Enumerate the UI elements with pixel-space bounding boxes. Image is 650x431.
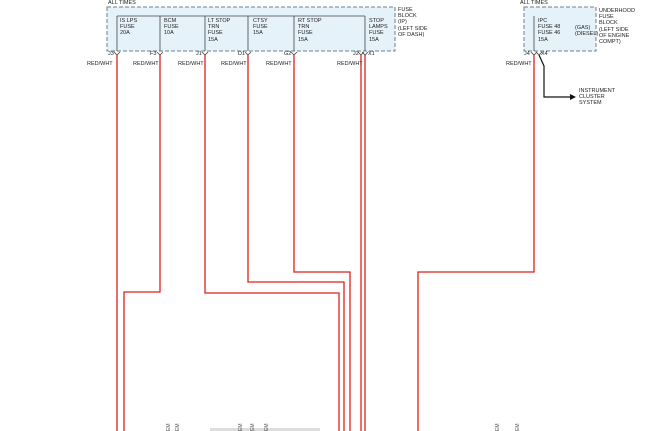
bottom-fragment: EM: [495, 423, 501, 431]
pin-x1: X1: [368, 51, 375, 57]
pin-d1: D1: [238, 51, 246, 57]
wire-lt-stop: [204, 55, 340, 431]
bottom-edge-mark: [210, 428, 320, 431]
arrow-head: [570, 94, 576, 100]
fuse-is-lps: IS LPS FUSE 20A: [120, 18, 138, 37]
bottom-fragment: EM: [238, 423, 244, 431]
fuse-ipc: IPC FUSE 48 FUSE 46 15A: [538, 18, 561, 43]
pin-j3: J3: [108, 51, 114, 57]
instrument-cluster-arrow: [538, 54, 570, 98]
wires: [116, 55, 535, 431]
fuse-bcm: BCM FUSE 10A: [164, 18, 179, 37]
left-block-title: FUSE BLOCK (IP) (LEFT SIDE OF DASH): [398, 7, 428, 38]
pin-j4: J4: [524, 51, 530, 57]
wire-label-stop-lamps: RED/WHT: [337, 61, 363, 67]
wire-rt-stop: [293, 55, 351, 431]
left-fuse-block-box: [106, 6, 396, 52]
bottom-fragment: EM: [250, 423, 256, 431]
bottom-fragment: EM: [515, 423, 521, 431]
wire-bcm: [123, 55, 161, 431]
wire-label-bcm: RED/WHT: [133, 61, 159, 67]
wire-ipc: [417, 55, 535, 431]
wire-label-is-lps: RED/WHT: [87, 61, 113, 67]
left-block-header: ALL TIMES: [108, 0, 136, 6]
right-fuse-block-box: [523, 6, 597, 52]
right-block-title: UNDERHOOD FUSE BLOCK (LEFT SIDE OF ENGIN…: [599, 8, 636, 46]
fuse-internals-left: [116, 15, 366, 51]
instrument-cluster-label: INSTRUMENT CLUSTER SYSTEM: [579, 88, 616, 107]
wire-label-ipc: RED/WHT: [506, 61, 532, 67]
bottom-fragment: EM: [175, 423, 181, 431]
bottom-fragment: EM: [264, 423, 270, 431]
pin-j2: J2: [353, 51, 359, 57]
bottom-fragment: EM: [166, 423, 172, 431]
fuse-ctsy: CTSY FUSE 15A: [253, 18, 268, 37]
fuse-stop-lamps: STOP LAMPS FUSE 15A: [369, 18, 388, 43]
right-block-header: ALL TIMES: [520, 0, 548, 6]
fuse-lt-stop-trn: LT STOP TRN FUSE 15A: [208, 18, 231, 43]
wire-label-rt-stop: RED/WHT: [266, 61, 292, 67]
pin-chevrons: [113, 51, 543, 56]
pin-j1: J1: [196, 51, 202, 57]
wire-label-ctsy: RED/WHT: [221, 61, 247, 67]
fuse-ipc-variants: (GAS) (DIESEL): [575, 25, 599, 38]
pin-x4: X4: [541, 51, 548, 57]
pin-f3: F3: [150, 51, 157, 57]
wire-label-lt-stop: RED/WHT: [178, 61, 204, 67]
pin-g2: G2: [284, 51, 292, 57]
wire-ctsy: [247, 55, 345, 431]
fuse-rt-stop-trn: RT STOP TRN FUSE 15A: [298, 18, 322, 43]
